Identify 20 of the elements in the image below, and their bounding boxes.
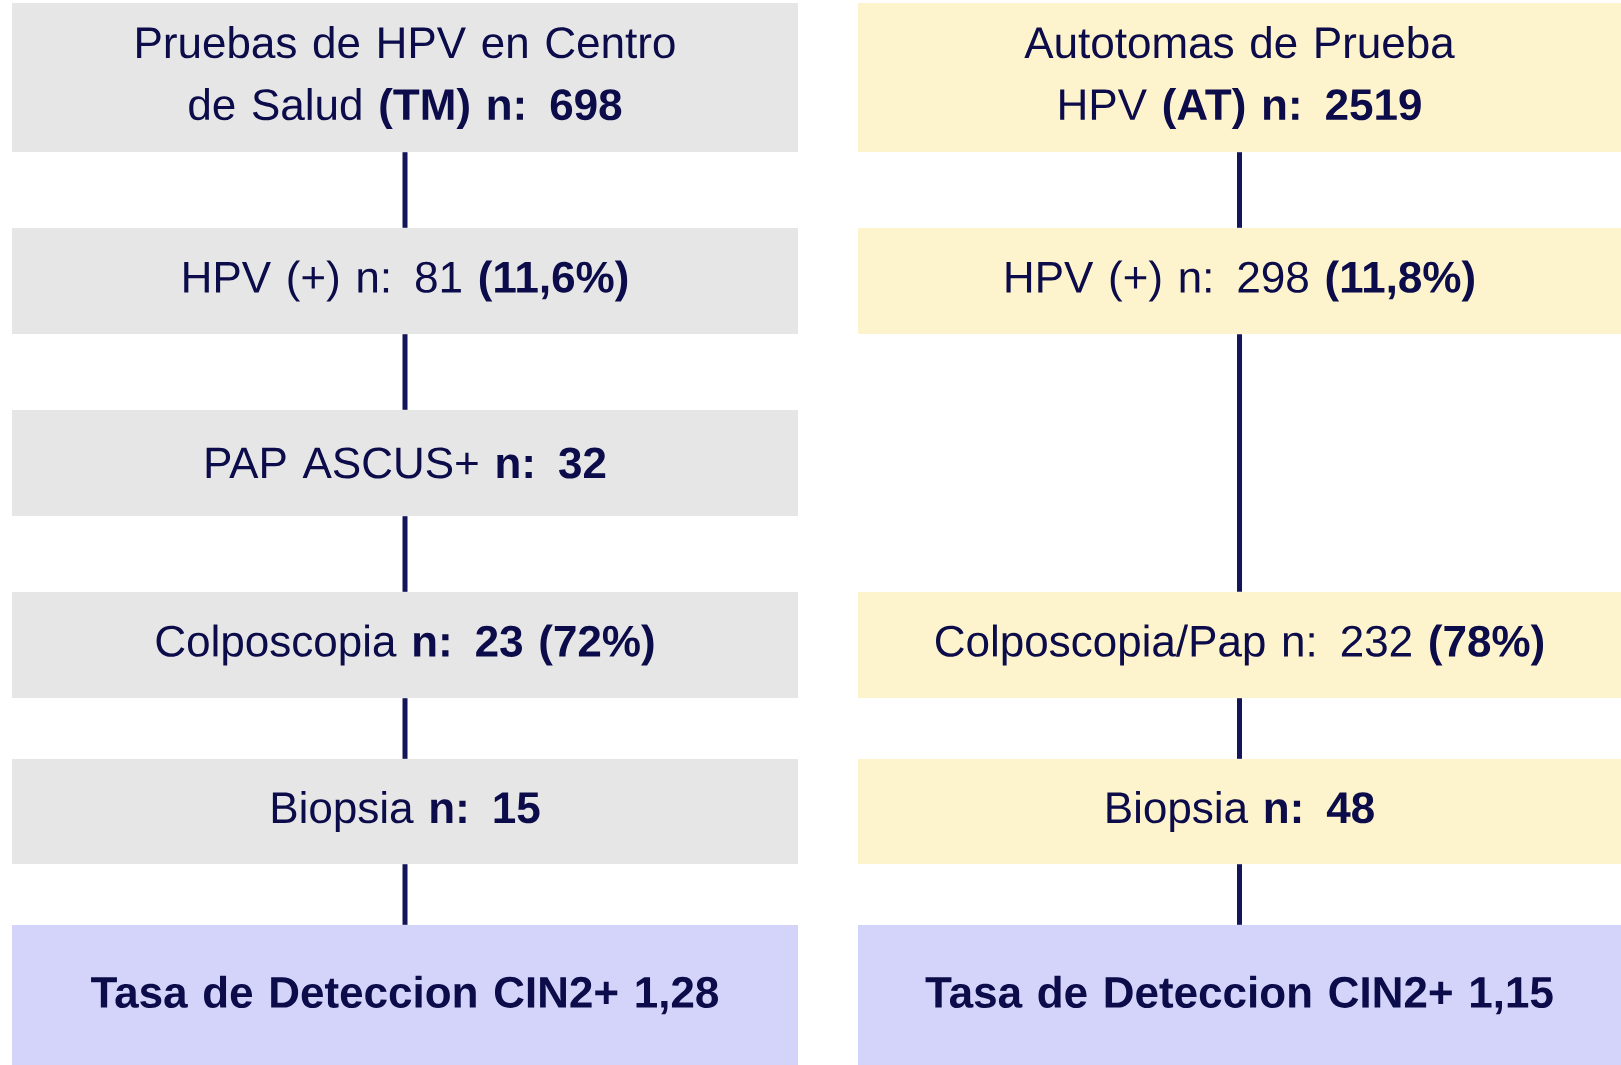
flow-box: Biopsia n: 48 xyxy=(858,759,1621,864)
flow-box: Pruebas de HPV en Centro de Salud (TM) n: 698 xyxy=(12,3,798,152)
connector-line xyxy=(402,864,408,925)
connector-line xyxy=(402,152,408,228)
flow-box: Colposcopia n: 23 (72%) xyxy=(12,592,798,698)
connector-line xyxy=(1237,334,1242,592)
connector-line xyxy=(1237,698,1242,759)
connector-line xyxy=(402,698,408,759)
flow-box: Colposcopia/Pap n: 232 (78%) xyxy=(858,592,1621,698)
flow-box: Tasa de Deteccion CIN2+ 1,28 xyxy=(12,925,798,1065)
flow-box: HPV (+) n: 81 (11,6%) xyxy=(12,228,798,334)
connector-line xyxy=(402,334,408,410)
connector-line xyxy=(1237,152,1242,228)
flow-box: Tasa de Deteccion CIN2+ 1,15 xyxy=(858,925,1621,1065)
connector-line xyxy=(402,516,408,592)
flow-box: Autotomas de Prueba HPV (AT) n: 2519 xyxy=(858,3,1621,152)
flow-box: PAP ASCUS+ n: 32 xyxy=(12,410,798,516)
flow-box: Biopsia n: 15 xyxy=(12,759,798,864)
flow-box: HPV (+) n: 298 (11,8%) xyxy=(858,228,1621,334)
connector-line xyxy=(1237,864,1242,925)
